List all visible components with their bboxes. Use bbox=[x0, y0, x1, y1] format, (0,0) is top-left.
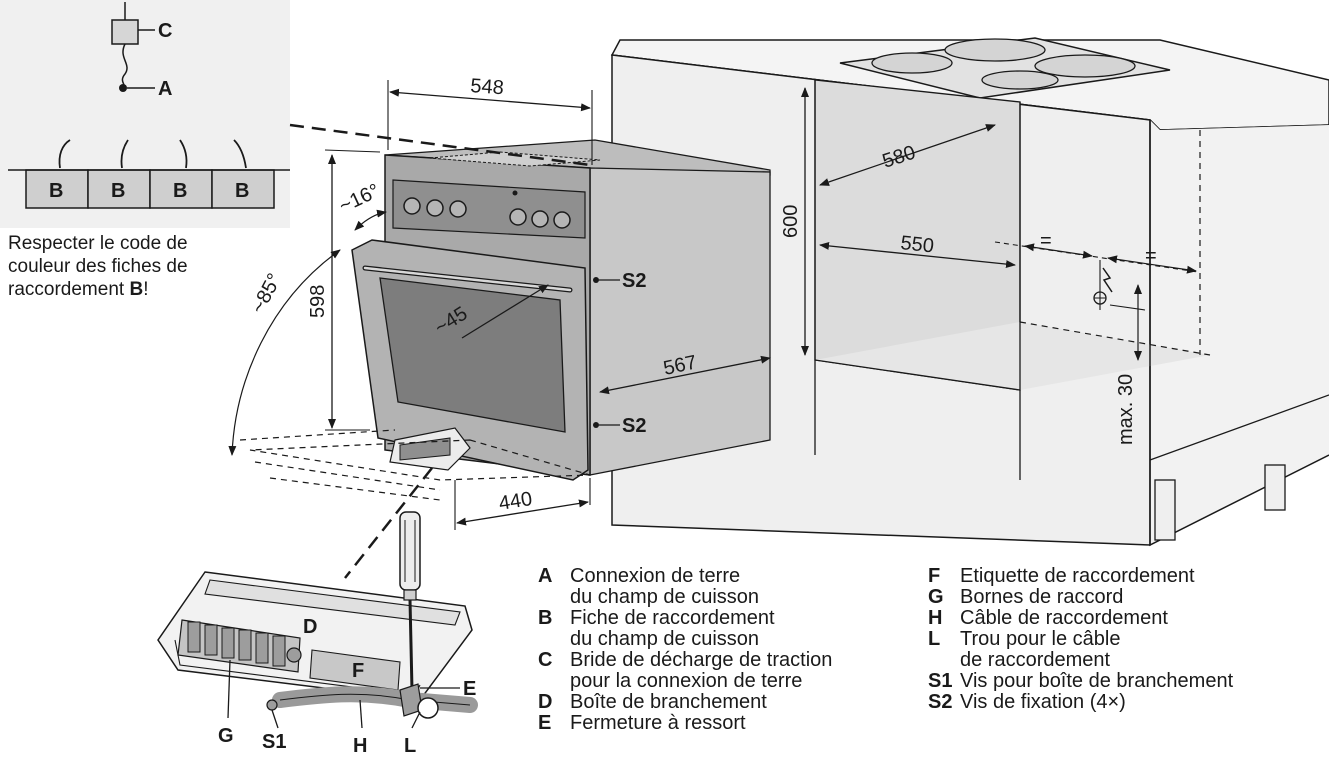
screw-icon bbox=[266, 699, 278, 711]
legend-text: Trou pour le câble de raccordement bbox=[960, 628, 1121, 671]
legend-key: E bbox=[538, 712, 552, 734]
knob-icon bbox=[553, 211, 571, 229]
callout-s2-bottom: S2 bbox=[622, 415, 646, 437]
knob-icon bbox=[449, 200, 467, 218]
callout-d: D bbox=[303, 616, 317, 638]
legend-key: H bbox=[928, 607, 943, 629]
legend-item: H Câble de raccordement bbox=[928, 608, 1323, 629]
legend-text: Bride de décharge de traction pour la co… bbox=[570, 649, 833, 692]
plug-label-3: B bbox=[173, 180, 187, 202]
door-open-label: 440 bbox=[497, 488, 533, 515]
legend-item: S1 Vis pour boîte de branchement bbox=[928, 671, 1323, 692]
legend-item: F Etiquette de raccordement bbox=[928, 566, 1323, 587]
plug-inset: C A B B B B bbox=[0, 0, 290, 228]
legend-key: S1 bbox=[928, 670, 953, 692]
oven-window bbox=[379, 277, 566, 433]
legend-text: Câble de raccordement bbox=[960, 607, 1168, 629]
note-text: Respecter le code de couleur des fiches … bbox=[8, 233, 188, 300]
oven-height-label: 598 bbox=[307, 285, 329, 318]
oven: S2 S2 bbox=[351, 139, 771, 481]
callout-h: H bbox=[353, 735, 367, 757]
legend-key: L bbox=[928, 628, 941, 650]
screwdriver-icon bbox=[399, 511, 421, 691]
equal-right-label: = bbox=[1145, 245, 1157, 267]
hob bbox=[839, 37, 1171, 99]
legend-text: Vis de fixation (4×) bbox=[960, 691, 1126, 713]
niche-dimensions: 600 580 550 = = max. 30 bbox=[780, 87, 1199, 445]
plug-label-2: B bbox=[111, 180, 125, 202]
callout-e: E bbox=[463, 678, 476, 700]
legend-key: C bbox=[538, 649, 553, 671]
legend-key: A bbox=[538, 565, 553, 587]
legend-text: Fiche de raccordement du champ de cuisso… bbox=[570, 607, 775, 650]
legend-text: Fermeture à ressort bbox=[570, 712, 746, 734]
legend-item: A Connexion de terre du champ de cuisson bbox=[538, 566, 908, 608]
callout-l: L bbox=[404, 735, 416, 757]
niche-depth-bottom-label: 550 bbox=[899, 232, 934, 257]
oven-width-label: 548 bbox=[470, 75, 505, 99]
connection-box-detail: D F E G S1 H L bbox=[157, 511, 478, 757]
callout-g: G bbox=[218, 725, 234, 747]
legend-text: Etiquette de raccordement bbox=[960, 565, 1195, 587]
callout-f: F bbox=[352, 660, 364, 682]
callout-s1: S1 bbox=[262, 731, 286, 753]
note-end: ! bbox=[143, 279, 149, 300]
plug-label-4: B bbox=[235, 180, 249, 202]
legend-item: B Fiche de raccordement du champ de cuiss… bbox=[538, 608, 908, 650]
strain-relief-clamp bbox=[111, 19, 139, 45]
legend-text: Boîte de branchement bbox=[570, 691, 767, 713]
legend-text: Bornes de raccord bbox=[960, 586, 1124, 608]
max-offset-label: max. 30 bbox=[1115, 374, 1137, 445]
cable-hole bbox=[417, 697, 439, 719]
screw-icon bbox=[593, 422, 599, 428]
angle-small-label: ~16° bbox=[336, 180, 383, 218]
hob-plugs: B B B B bbox=[8, 139, 290, 209]
inset-label-c: C bbox=[158, 20, 172, 42]
legend-item: D Boîte de branchement bbox=[538, 692, 908, 713]
terminal-block bbox=[177, 619, 302, 673]
legend-key: F bbox=[928, 565, 941, 587]
niche-height-label: 600 bbox=[780, 205, 802, 238]
plug-label-1: B bbox=[49, 180, 63, 202]
legend-item: C Bride de décharge de traction pour la c… bbox=[538, 650, 908, 692]
knob-icon bbox=[426, 199, 444, 217]
legend-text: Connexion de terre du champ de cuisson bbox=[570, 565, 760, 608]
legend-key: B bbox=[538, 607, 553, 629]
legend-item: S2 Vis de fixation (4×) bbox=[928, 692, 1323, 713]
knob-icon bbox=[509, 208, 527, 226]
legend-key: G bbox=[928, 586, 944, 608]
legend-item: G Bornes de raccord bbox=[928, 587, 1323, 608]
knob-icon bbox=[531, 210, 549, 228]
legend-text: Vis pour boîte de branchement bbox=[960, 670, 1234, 692]
oven-side bbox=[589, 167, 771, 476]
knob-icon bbox=[403, 197, 421, 215]
note-bold: B bbox=[129, 279, 144, 300]
lightning-icon bbox=[1102, 267, 1113, 293]
legend-item: E Fermeture à ressort bbox=[538, 713, 908, 734]
equal-left-label: = bbox=[1040, 230, 1052, 252]
color-code-note: Respecter le code de couleur des fiches … bbox=[8, 232, 248, 301]
screw-icon bbox=[593, 277, 599, 283]
legend-key: D bbox=[538, 691, 553, 713]
callout-s2-top: S2 bbox=[622, 270, 646, 292]
legend-item: L Trou pour le câble de raccordement bbox=[928, 629, 1323, 671]
legend-key: S2 bbox=[928, 691, 953, 713]
inset-label-a: A bbox=[158, 78, 172, 100]
legend-right: F Etiquette de raccordement G Bornes de ra… bbox=[928, 566, 1323, 713]
connection-cable bbox=[272, 686, 478, 713]
